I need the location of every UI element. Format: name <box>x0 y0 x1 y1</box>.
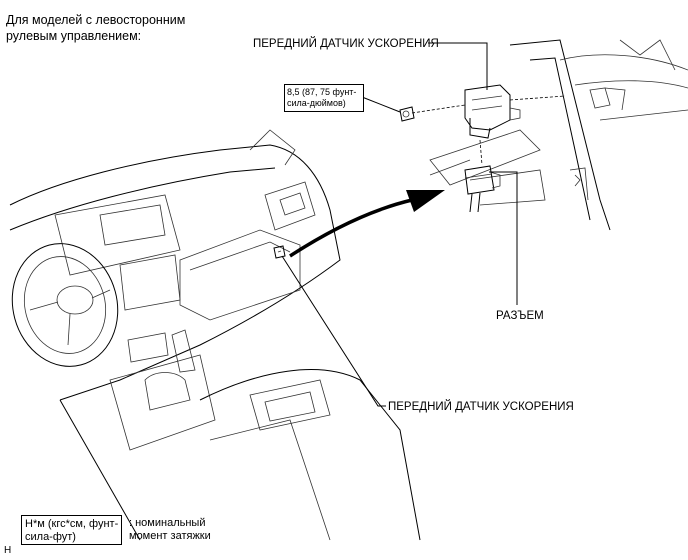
corner-code: H <box>4 545 12 556</box>
legend-unit-box: Н*м (кгс*см, фунт- сила-фут) <box>21 515 122 545</box>
sensor-drawing <box>399 84 566 213</box>
page-heading: Для моделей с левосторонним рулевым упра… <box>6 12 185 44</box>
heading-line-2: рулевым управлением: <box>6 29 142 43</box>
label-connector: РАЗЪЕМ <box>496 310 544 322</box>
heading-line-1: Для моделей с левосторонним <box>6 13 186 27</box>
label-front-acceleration-sensor-bottom: ПЕРЕДНИЙ ДАТЧИК УСКОРЕНИЯ <box>388 401 574 413</box>
sensor-location-drawing <box>273 245 286 259</box>
torque-spec-box: 8,5 (87, 75 фунт- сила-дюймов) <box>284 84 364 112</box>
direction-arrow <box>289 190 445 258</box>
body-structure-drawing <box>429 39 688 231</box>
legend-desc-line-1: : номинальный <box>129 517 206 529</box>
torque-spec-line-1: 8,5 (87, 75 фунт- <box>287 87 357 97</box>
legend-unit-line-2: сила-фут) <box>25 531 76 543</box>
leader-lines <box>281 42 518 407</box>
dashboard-drawing <box>9 129 421 541</box>
legend-unit-line-1: Н*м (кгс*см, фунт- <box>25 518 119 530</box>
legend-desc-line-2: момент затяжки <box>129 530 211 542</box>
torque-spec-line-2: сила-дюймов) <box>287 98 346 108</box>
label-front-acceleration-sensor-top: ПЕРЕДНИЙ ДАТЧИК УСКОРЕНИЯ <box>253 38 439 50</box>
